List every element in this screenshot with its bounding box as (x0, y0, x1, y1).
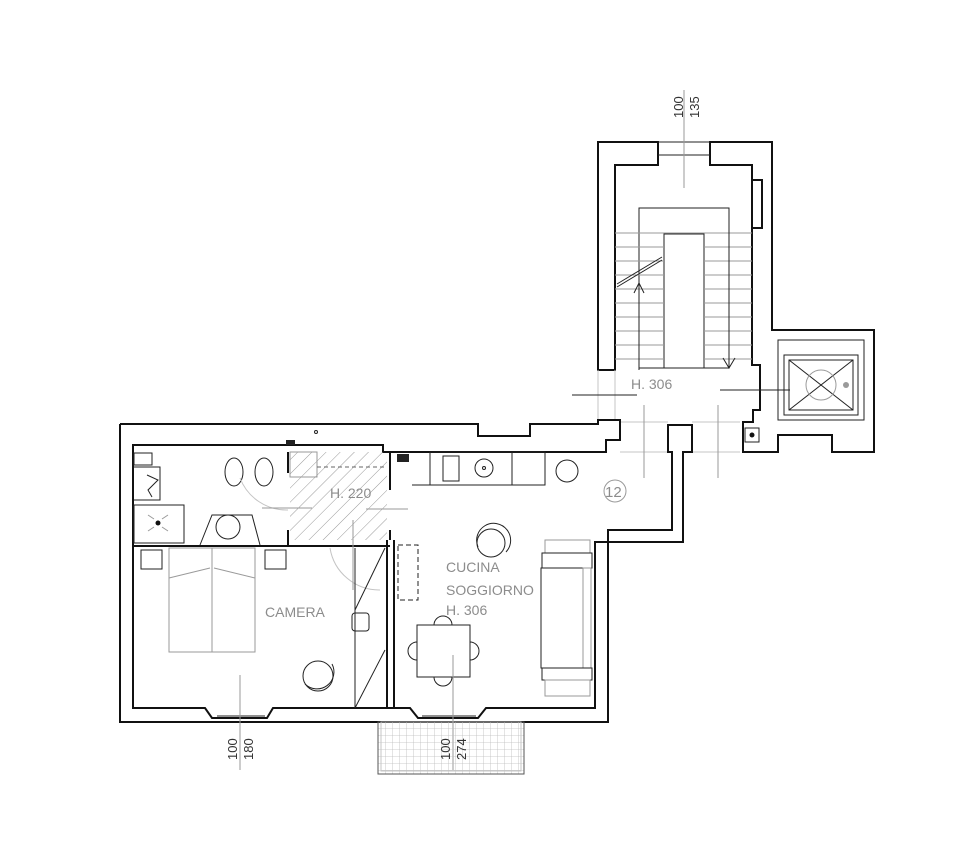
svg-text:135: 135 (687, 96, 702, 118)
electric-panel-icon (286, 440, 295, 445)
living-label-line1: CUCINA (446, 559, 500, 575)
sink-icon (199, 514, 261, 546)
sink-basin-icon (442, 455, 460, 482)
living-label-line2: SOGGIORNO (446, 582, 534, 598)
bedroom-label: CAMERA (265, 604, 326, 620)
stair-arrow-up-icon (633, 281, 645, 370)
meter-icon (397, 454, 409, 462)
bedroom: CAMERA 100 180 (140, 547, 386, 770)
sofa-icon (540, 539, 593, 697)
hall-height: H. 220 (330, 485, 371, 501)
kitchen-counter (412, 451, 546, 486)
chair-icon (476, 528, 506, 558)
svg-text:12: 12 (605, 484, 622, 501)
landing-height: H. 306 (631, 376, 672, 392)
wardrobe (351, 547, 386, 709)
hall: H. 220 (286, 430, 408, 591)
svg-text:100: 100 (671, 96, 686, 118)
shower-icon (133, 504, 185, 544)
stairwell: 100 135 (597, 90, 875, 453)
stair-arrow-down-icon (722, 208, 736, 369)
hob-icon (474, 458, 494, 478)
apartment-walls (119, 419, 693, 723)
unit-number-badge (603, 479, 627, 503)
svg-text:100: 100 (225, 738, 240, 760)
double-bed-icon (168, 547, 256, 653)
svg-text:100: 100 (438, 738, 453, 760)
stool-icon (555, 459, 579, 483)
landing: H. 306 (572, 370, 790, 478)
bathroom (133, 452, 312, 546)
living-height: H. 306 (446, 602, 487, 618)
elevator-icon (744, 339, 865, 443)
cabinet-icon (397, 544, 419, 601)
nightstand-icon (140, 549, 163, 570)
boiler-icon (133, 452, 153, 466)
svg-text:180: 180 (241, 738, 256, 760)
nightstand-icon (264, 549, 287, 570)
svg-text:274: 274 (454, 738, 469, 760)
bidet-icon (254, 457, 274, 487)
table-icon (407, 615, 480, 687)
washing-machine-icon (134, 466, 161, 501)
balcony: 100 274 (377, 721, 525, 775)
toilet-icon (224, 457, 244, 487)
